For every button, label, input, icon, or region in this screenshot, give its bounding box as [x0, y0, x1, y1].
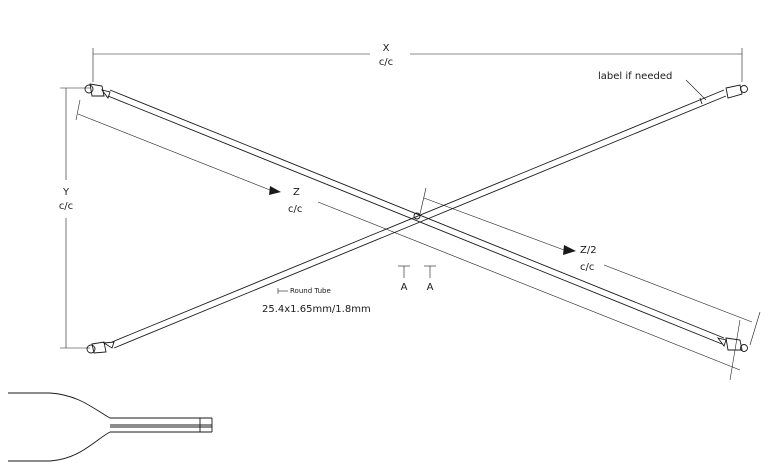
dimension-y-label: Y	[62, 187, 70, 198]
tube-note: Round Tube 25.4x1.65mm/1.8mm	[262, 287, 371, 315]
section-marker: A A	[398, 265, 436, 293]
dimension-z: Z c/c	[75, 99, 741, 381]
dimension-z-half-sub: c/c	[580, 262, 594, 273]
dimension-z-sub: c/c	[288, 204, 302, 215]
dimension-x: X c/c	[92, 43, 743, 82]
center-joint	[413, 212, 421, 220]
tube-note-title: Round Tube	[290, 287, 331, 295]
flattened-end-detail	[8, 392, 213, 462]
label-note: label if needed	[598, 71, 707, 101]
dimension-z-label: Z	[293, 187, 300, 198]
label-note-text: label if needed	[598, 71, 672, 82]
brace-tube-descending	[84, 83, 748, 352]
dimension-z-half-label: Z/2	[580, 245, 597, 256]
dimension-z-half: Z/2 c/c	[419, 187, 761, 346]
dimension-x-label: X	[383, 43, 390, 54]
tube-note-spec: 25.4x1.65mm/1.8mm	[262, 304, 371, 315]
brace-tube-ascending	[86, 84, 748, 354]
section-left-label: A	[401, 282, 408, 293]
dimension-y-sub: c/c	[59, 201, 73, 212]
dimension-y: Y c/c	[59, 87, 90, 349]
section-right-label: A	[427, 282, 434, 293]
dimension-x-sub: c/c	[379, 57, 393, 68]
